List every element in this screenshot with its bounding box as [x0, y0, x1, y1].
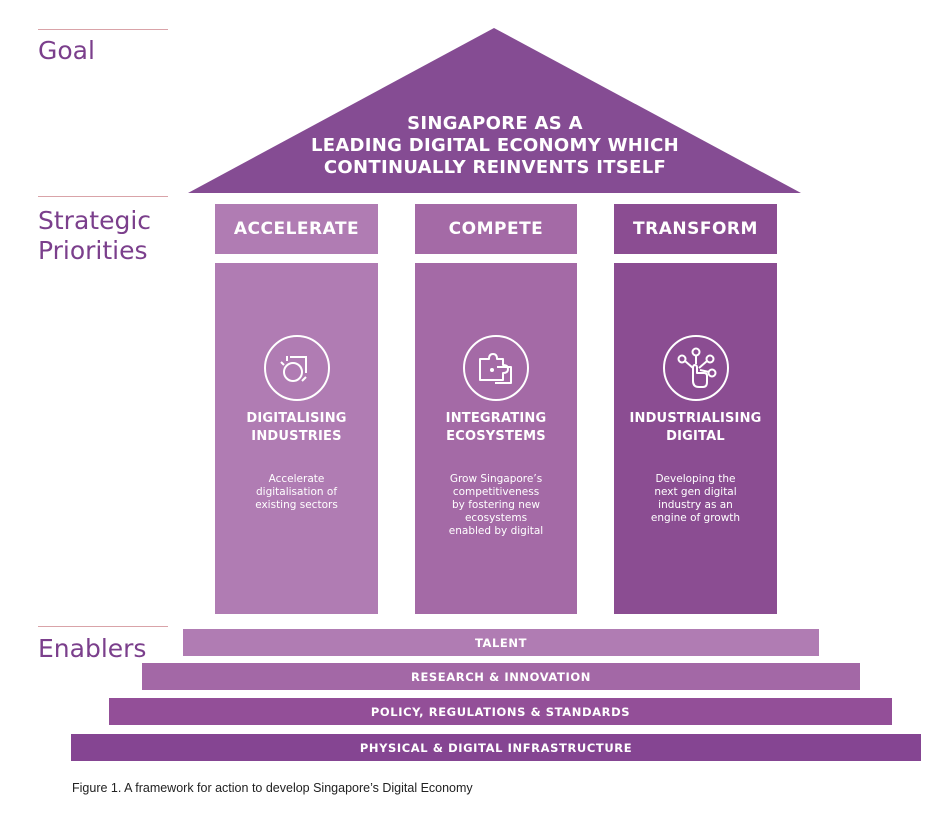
pillar-description-transform: Developing the next gen digital industry… — [630, 473, 761, 525]
strategic-priorities-label-line1: Strategic — [38, 206, 152, 235]
pillar-desc-line4: engine of growth — [650, 512, 741, 524]
pillar-title-digitalising-industries: DIGITALISING INDUSTRIES — [215, 410, 378, 446]
puzzle-icon — [463, 335, 529, 401]
pillar-compete: INTEGRATING ECOSYSTEMS Grow Singapore’s … — [415, 263, 577, 614]
pillar-desc-line2: competitiveness — [452, 486, 540, 498]
digitalising-industries-icon — [263, 335, 330, 401]
strategic-priorities-rule — [38, 196, 168, 197]
pillar-description-accelerate: Accelerate digitalisation of existing se… — [231, 473, 362, 512]
pillar-desc-line4: ecosystems — [464, 512, 528, 524]
pillar-desc-line1: Accelerate — [268, 473, 325, 485]
pillar-desc-line3: existing sectors — [255, 499, 338, 511]
figure-caption: Figure 1. A framework for action to deve… — [72, 781, 473, 795]
pillar-description-compete: Grow Singapore’s competitiveness by fost… — [431, 473, 561, 538]
priority-header-accelerate: ACCELERATE — [215, 204, 378, 254]
pillar-desc-line1: Grow Singapore’s — [449, 473, 543, 485]
goal-statement-line2: LEADING DIGITAL ECONOMY WHICH — [310, 135, 680, 156]
enabler-policy-regulations-standards: POLICY, REGULATIONS & STANDARDS — [109, 698, 892, 725]
pillar-desc-line3: by fostering new — [452, 499, 540, 511]
pillar-title-industrialising-digital: INDUSTRIALISING DIGITAL — [614, 410, 777, 446]
pillar-desc-line2: next gen digital — [654, 486, 737, 498]
pillar-transform: INDUSTRIALISING DIGITAL Developing the n… — [614, 263, 777, 614]
priority-header-compete: COMPETE — [415, 204, 577, 254]
goal-statement: SINGAPORE AS A LEADING DIGITAL ECONOMY W… — [250, 113, 740, 179]
pillar-desc-line3: industry as an — [658, 499, 733, 511]
pillar-desc-line1: Developing the — [655, 473, 736, 485]
enabler-talent: TALENT — [183, 629, 819, 656]
pillar-desc-line2: digitalisation of — [255, 486, 338, 498]
enabler-research-innovation: RESEARCH & INNOVATION — [142, 663, 860, 690]
pillar-title-line1: DIGITALISING — [246, 411, 347, 426]
pillar-title-line1: INTEGRATING — [445, 411, 547, 426]
enabler-physical-digital-infrastructure: PHYSICAL & DIGITAL INFRASTRUCTURE — [71, 734, 921, 761]
priority-header-transform: TRANSFORM — [614, 204, 777, 254]
goal-statement-line3: CONTINUALLY REINVENTS ITSELF — [323, 157, 667, 178]
enablers-rule — [38, 626, 168, 627]
pillar-title-line1: INDUSTRIALISING — [629, 411, 762, 426]
goal-roof — [188, 28, 801, 193]
goal-statement-line1: SINGAPORE AS A — [407, 113, 583, 134]
pillar-title-integrating-ecosystems: INTEGRATING ECOSYSTEMS — [415, 410, 577, 446]
strategic-priorities-label-line2: Priorities — [38, 236, 148, 265]
enablers-label: Enablers — [38, 634, 147, 663]
pillar-title-line2: ECOSYSTEMS — [446, 429, 546, 444]
pillar-title-line2: DIGITAL — [666, 429, 725, 444]
pillar-title-line2: INDUSTRIES — [251, 429, 342, 444]
goal-rule — [38, 29, 168, 30]
pillar-accelerate: DIGITALISING INDUSTRIES Accelerate digit… — [215, 263, 378, 614]
goal-label: Goal — [38, 36, 95, 65]
pillar-desc-line5: enabled by digital — [448, 525, 544, 537]
network-touch-icon — [662, 335, 729, 401]
